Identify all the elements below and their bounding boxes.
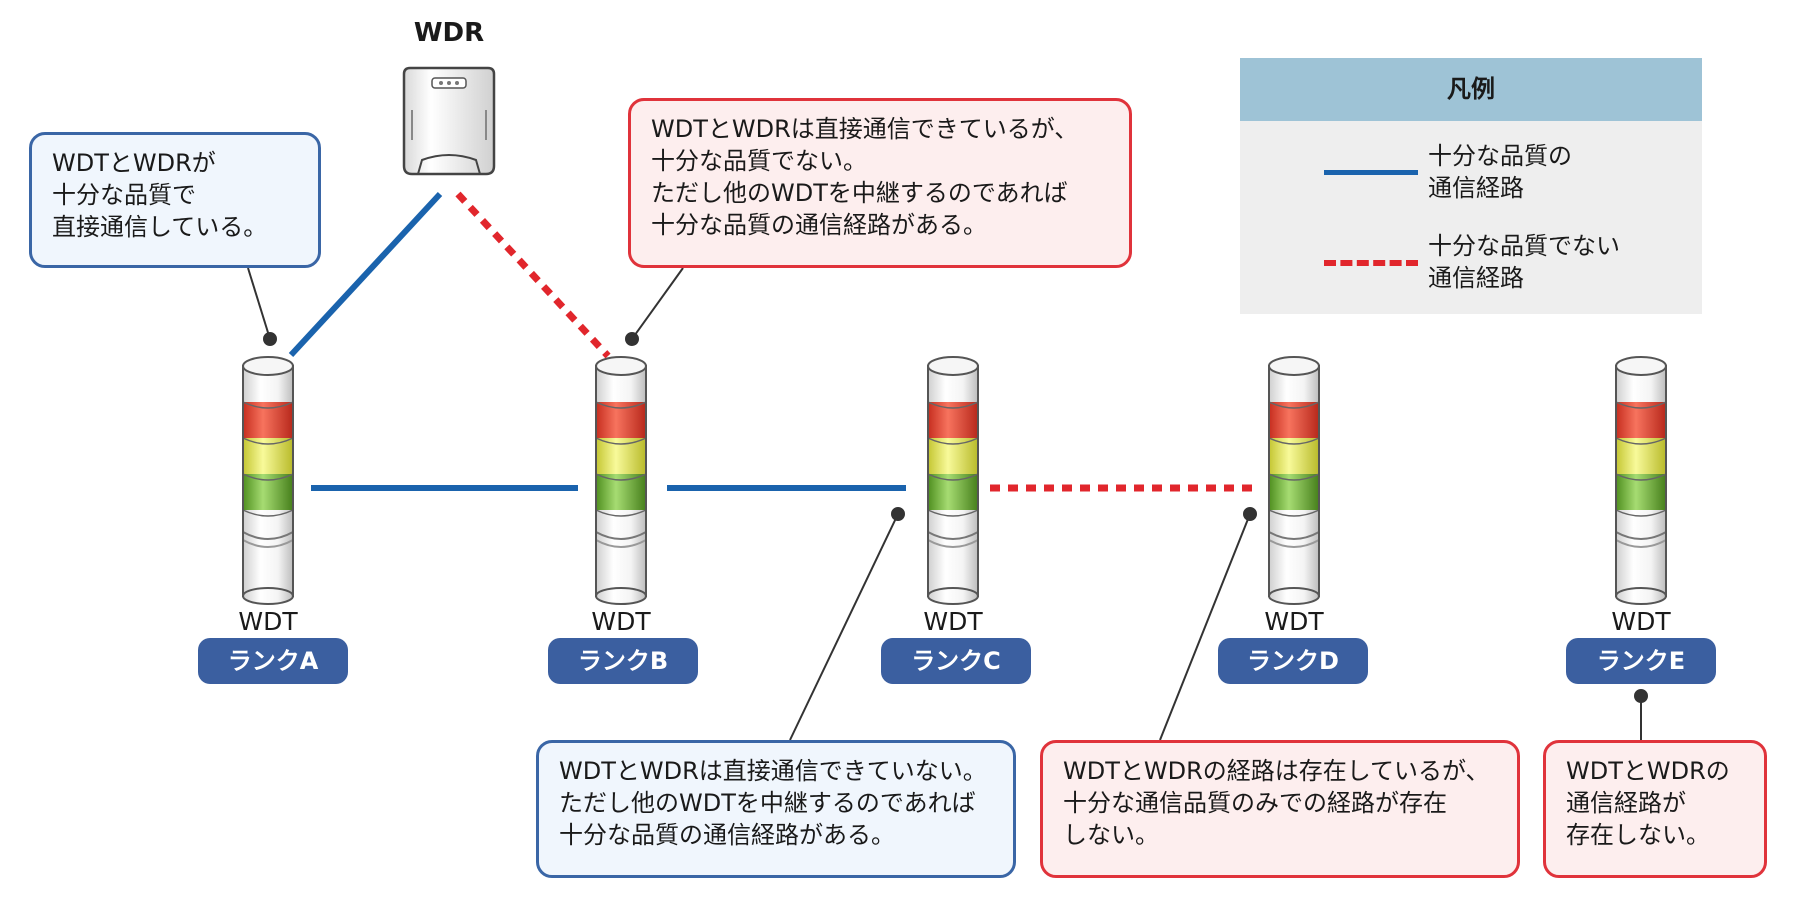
rank-badge-a: ランクA bbox=[198, 638, 348, 684]
legend-item-good: 十分な品質の 通信経路 bbox=[1240, 138, 1702, 208]
legend-solid-line-icon bbox=[1324, 170, 1418, 175]
wdt-tower-icon-a bbox=[242, 356, 294, 605]
note-d-line3: しない。 bbox=[1063, 821, 1159, 849]
link-wdr-b-bad bbox=[455, 191, 611, 359]
rank-badge-e: ランクE bbox=[1566, 638, 1716, 684]
legend-item-bad: 十分な品質でない 通信経路 bbox=[1240, 228, 1702, 298]
note-a-line1: WDTとWDRが bbox=[52, 149, 216, 177]
legend-item-good-line2: 通信経路 bbox=[1428, 174, 1524, 202]
note-a-line2: 十分な品質で bbox=[52, 181, 196, 209]
legend-item-bad-line2: 通信経路 bbox=[1428, 264, 1524, 292]
note-c-line1: WDTとWDRは直接通信できていない。 bbox=[559, 757, 987, 785]
wdt-tower-icon-b bbox=[595, 356, 647, 605]
note-e-line1: WDTとWDRの bbox=[1566, 757, 1730, 785]
callout-leaders bbox=[247, 267, 1648, 741]
note-rank-c: WDTとWDRは直接通信できていない。 ただし他のWDTを中継するのであれば 十… bbox=[536, 740, 1016, 878]
wdt-label-d: WDT bbox=[1264, 607, 1324, 636]
wdr-device-icon bbox=[402, 66, 496, 176]
note-d-line2: 十分な通信品質のみでの経路が存在 bbox=[1063, 789, 1447, 817]
note-e-line3: 存在しない。 bbox=[1566, 821, 1710, 849]
note-c-line2: ただし他のWDTを中継するのであれば bbox=[559, 789, 976, 817]
wdt-label-c: WDT bbox=[923, 607, 983, 636]
note-b-line2: 十分な品質でない。 bbox=[651, 147, 867, 175]
note-e-line2: 通信経路が bbox=[1566, 789, 1686, 817]
wdt-tower-icon-c bbox=[927, 356, 979, 605]
note-a-line3: 直接通信している。 bbox=[52, 213, 268, 241]
note-c-line3: 十分な品質の通信経路がある。 bbox=[559, 821, 895, 849]
legend-title: 凡例 bbox=[1240, 58, 1702, 121]
wdt-label-a: WDT bbox=[238, 607, 298, 636]
note-rank-d: WDTとWDRの経路は存在しているが、 十分な通信品質のみでの経路が存在 しない… bbox=[1040, 740, 1520, 878]
wdt-tower-icon-d bbox=[1268, 356, 1320, 605]
wdt-tower-icon-e bbox=[1615, 356, 1667, 605]
link-wdr-a-good bbox=[288, 191, 443, 358]
note-b-line3: ただし他のWDTを中継するのであれば bbox=[651, 179, 1068, 207]
note-b-line1: WDTとWDRは直接通信できているが、 bbox=[651, 115, 1079, 143]
legend-dashed-line-icon bbox=[1324, 260, 1418, 266]
note-rank-b: WDTとWDRは直接通信できているが、 十分な品質でない。 ただし他のWDTを中… bbox=[628, 98, 1132, 268]
wdt-label-e: WDT bbox=[1611, 607, 1671, 636]
rank-badge-d: ランクD bbox=[1218, 638, 1368, 684]
note-d-line1: WDTとWDRの経路は存在しているが、 bbox=[1063, 757, 1490, 785]
wdt-label-b: WDT bbox=[591, 607, 651, 636]
note-rank-a: WDTとWDRが 十分な品質で 直接通信している。 bbox=[29, 132, 321, 268]
note-rank-e: WDTとWDRの 通信経路が 存在しない。 bbox=[1543, 740, 1767, 878]
wdr-label: WDR bbox=[413, 18, 485, 48]
legend: 凡例 十分な品質の 通信経路 十分な品質でない 通信経路 bbox=[1240, 58, 1702, 314]
note-b-line4: 十分な品質の通信経路がある。 bbox=[651, 211, 987, 239]
legend-item-bad-line1: 十分な品質でない bbox=[1428, 232, 1620, 260]
rank-badge-b: ランクB bbox=[548, 638, 698, 684]
rank-badge-c: ランクC bbox=[881, 638, 1031, 684]
legend-item-good-line1: 十分な品質の bbox=[1428, 142, 1572, 170]
